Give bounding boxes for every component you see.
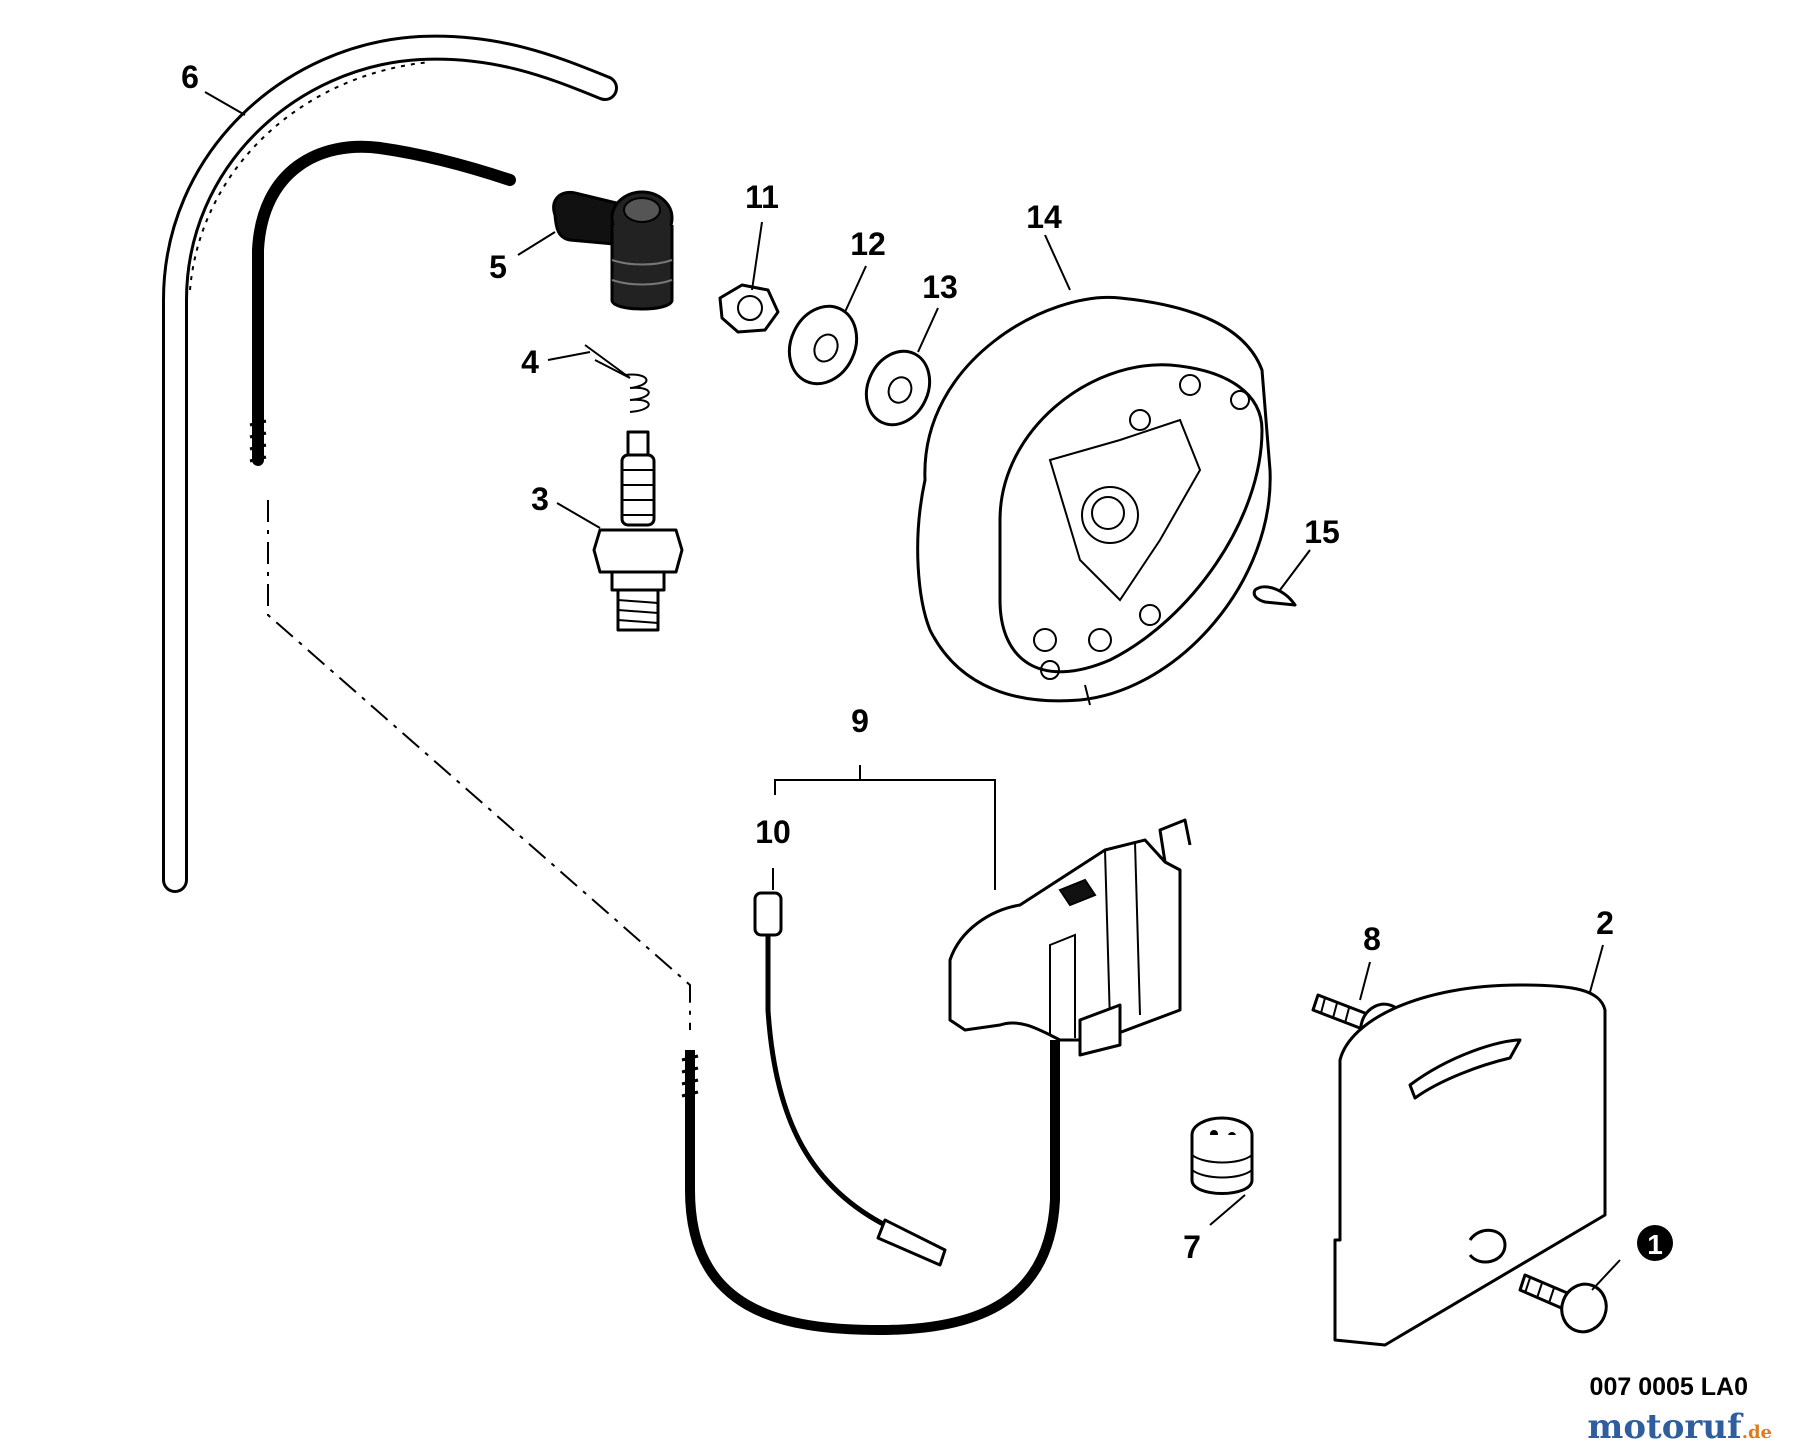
callout-1: 1 <box>1647 1229 1663 1260</box>
callout-14: 14 <box>1026 199 1062 235</box>
spark-plug-cap-part <box>552 190 674 311</box>
ignition-coil-part <box>948 818 1192 1057</box>
callout-2: 2 <box>1596 905 1614 941</box>
coil-cover-part <box>1333 983 1607 1347</box>
spring-washer-part <box>864 349 932 427</box>
callout-4: 4 <box>521 344 539 380</box>
screw-part <box>1518 1273 1608 1334</box>
reference-code: 007 0005 LA0 <box>1590 1373 1748 1401</box>
spark-plug-part <box>592 430 684 632</box>
leader-lines <box>204 91 1621 1291</box>
callout-15: 15 <box>1304 514 1340 550</box>
callout-labels: 6 5 4 3 11 12 13 14 15 9 10 8 2 7 1 <box>181 59 1673 1265</box>
callout-10: 10 <box>755 814 791 850</box>
watermark: motoruf.de <box>1587 1407 1772 1444</box>
ground-wire-part <box>753 891 947 1267</box>
grommet-part <box>1190 1116 1254 1195</box>
ignition-lead-wire <box>249 140 1060 1336</box>
spring-clip-part <box>584 344 650 413</box>
woodruff-key-part <box>1252 585 1297 607</box>
callout-11: 11 <box>745 179 779 215</box>
fuel-hose-part <box>162 34 618 893</box>
callout-9: 9 <box>851 703 869 739</box>
callout-12: 12 <box>850 226 886 262</box>
callout-3: 3 <box>531 481 549 517</box>
watermark-suffix: .de <box>1742 1422 1772 1443</box>
callout-1-badge: 1 <box>1637 1225 1673 1261</box>
flywheel-part <box>916 295 1272 706</box>
callout-13: 13 <box>922 269 958 305</box>
callout-5: 5 <box>489 249 507 285</box>
watermark-text: motoruf.de <box>1587 1407 1772 1444</box>
washer-part <box>787 304 859 386</box>
callout-6: 6 <box>181 59 199 95</box>
nut-part <box>718 283 780 334</box>
watermark-main: motoruf <box>1587 1407 1744 1444</box>
callout-7: 7 <box>1183 1229 1201 1265</box>
callout-8: 8 <box>1363 921 1381 957</box>
